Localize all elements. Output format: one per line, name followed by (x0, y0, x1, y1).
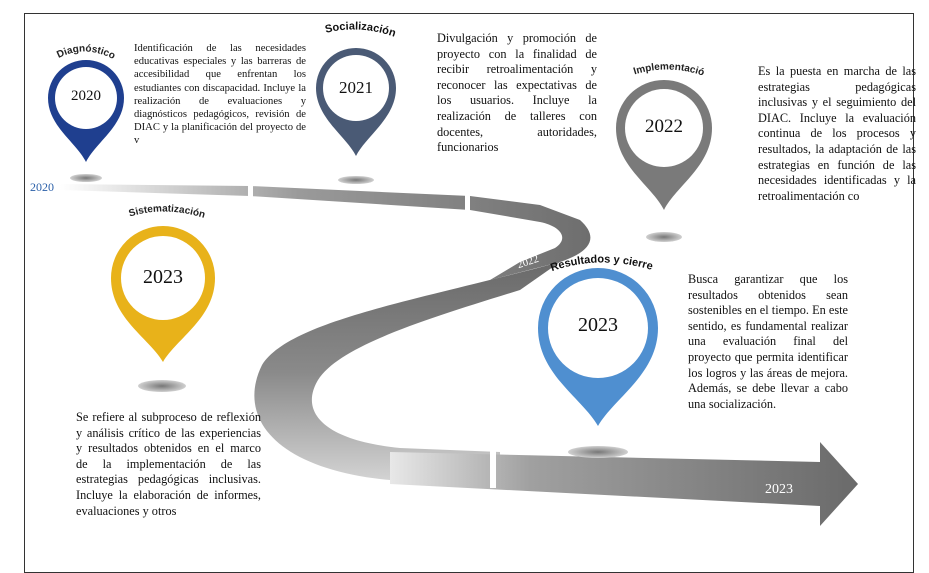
pin-implementacion (616, 80, 712, 210)
stage-description: Divulgación y promoción de proyecto con … (437, 31, 597, 155)
pin-socializacion (316, 48, 396, 156)
timeline-arrow (390, 442, 858, 526)
pin-shadow (338, 176, 374, 184)
timeline-road-curve (254, 262, 560, 483)
pin-resultados (538, 268, 658, 426)
pin-shadow (70, 174, 102, 182)
pin-shadow (646, 232, 682, 242)
stage-title: Sistematización (128, 203, 207, 220)
timeline-end-label: 2023 (765, 482, 793, 497)
pin-shadow (138, 380, 186, 392)
pin-sistematizacion (111, 226, 215, 362)
stage-description: Es la puesta en marcha de las estrategia… (758, 64, 916, 203)
pin-shadow (568, 446, 628, 458)
stage-title: Diagnóstico (55, 43, 117, 62)
stage-year: 2022 (645, 116, 683, 137)
stage-year: 2021 (339, 78, 373, 97)
stage-description: Busca garantizar que los resultados obte… (688, 272, 848, 411)
timeline-start-label: 2020 (30, 180, 54, 194)
timeline-road-upper (60, 184, 591, 280)
stage-year: 2023 (143, 266, 183, 288)
stage-description: Se refiere al subproceso de reflexión y … (76, 410, 261, 518)
pin-diagnostico (48, 60, 124, 162)
stage-year: 2020 (71, 88, 101, 104)
stage-year: 2023 (578, 314, 618, 336)
stage-title: Socialización (324, 20, 398, 39)
stage-description: Identificación de las necesidades educat… (134, 43, 306, 147)
